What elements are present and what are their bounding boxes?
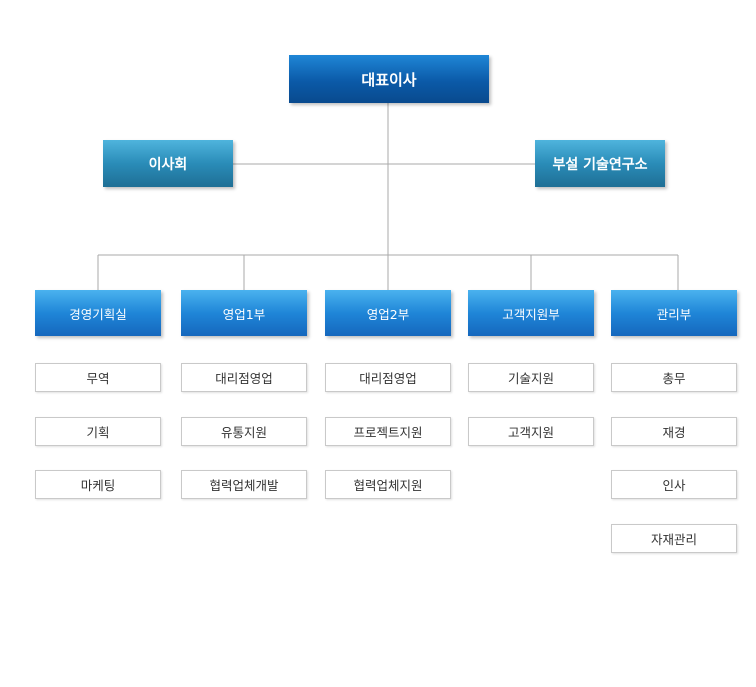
dept-box-customer-support: 고객지원부	[468, 290, 594, 336]
team-box: 총무	[611, 363, 737, 392]
team-box: 고객지원	[468, 417, 594, 446]
team-box: 자재관리	[611, 524, 737, 553]
team-box: 마케팅	[35, 470, 161, 499]
team-box: 재경	[611, 417, 737, 446]
team-box: 대리점영업	[181, 363, 307, 392]
ceo-box: 대표이사	[289, 55, 489, 103]
team-box: 유통지원	[181, 417, 307, 446]
team-box: 기획	[35, 417, 161, 446]
research-lab-box: 부설 기술연구소	[535, 140, 665, 187]
team-box: 협력업체지원	[325, 470, 451, 499]
team-box: 무역	[35, 363, 161, 392]
dept-box-sales-1: 영업1부	[181, 290, 307, 336]
team-box: 대리점영업	[325, 363, 451, 392]
dept-box-administration: 관리부	[611, 290, 737, 336]
board-box: 이사회	[103, 140, 233, 187]
dept-box-management-planning: 경영기획실	[35, 290, 161, 336]
team-box: 프로젝트지원	[325, 417, 451, 446]
team-box: 기술지원	[468, 363, 594, 392]
team-box: 인사	[611, 470, 737, 499]
dept-box-sales-2: 영업2부	[325, 290, 451, 336]
team-box: 협력업체개발	[181, 470, 307, 499]
